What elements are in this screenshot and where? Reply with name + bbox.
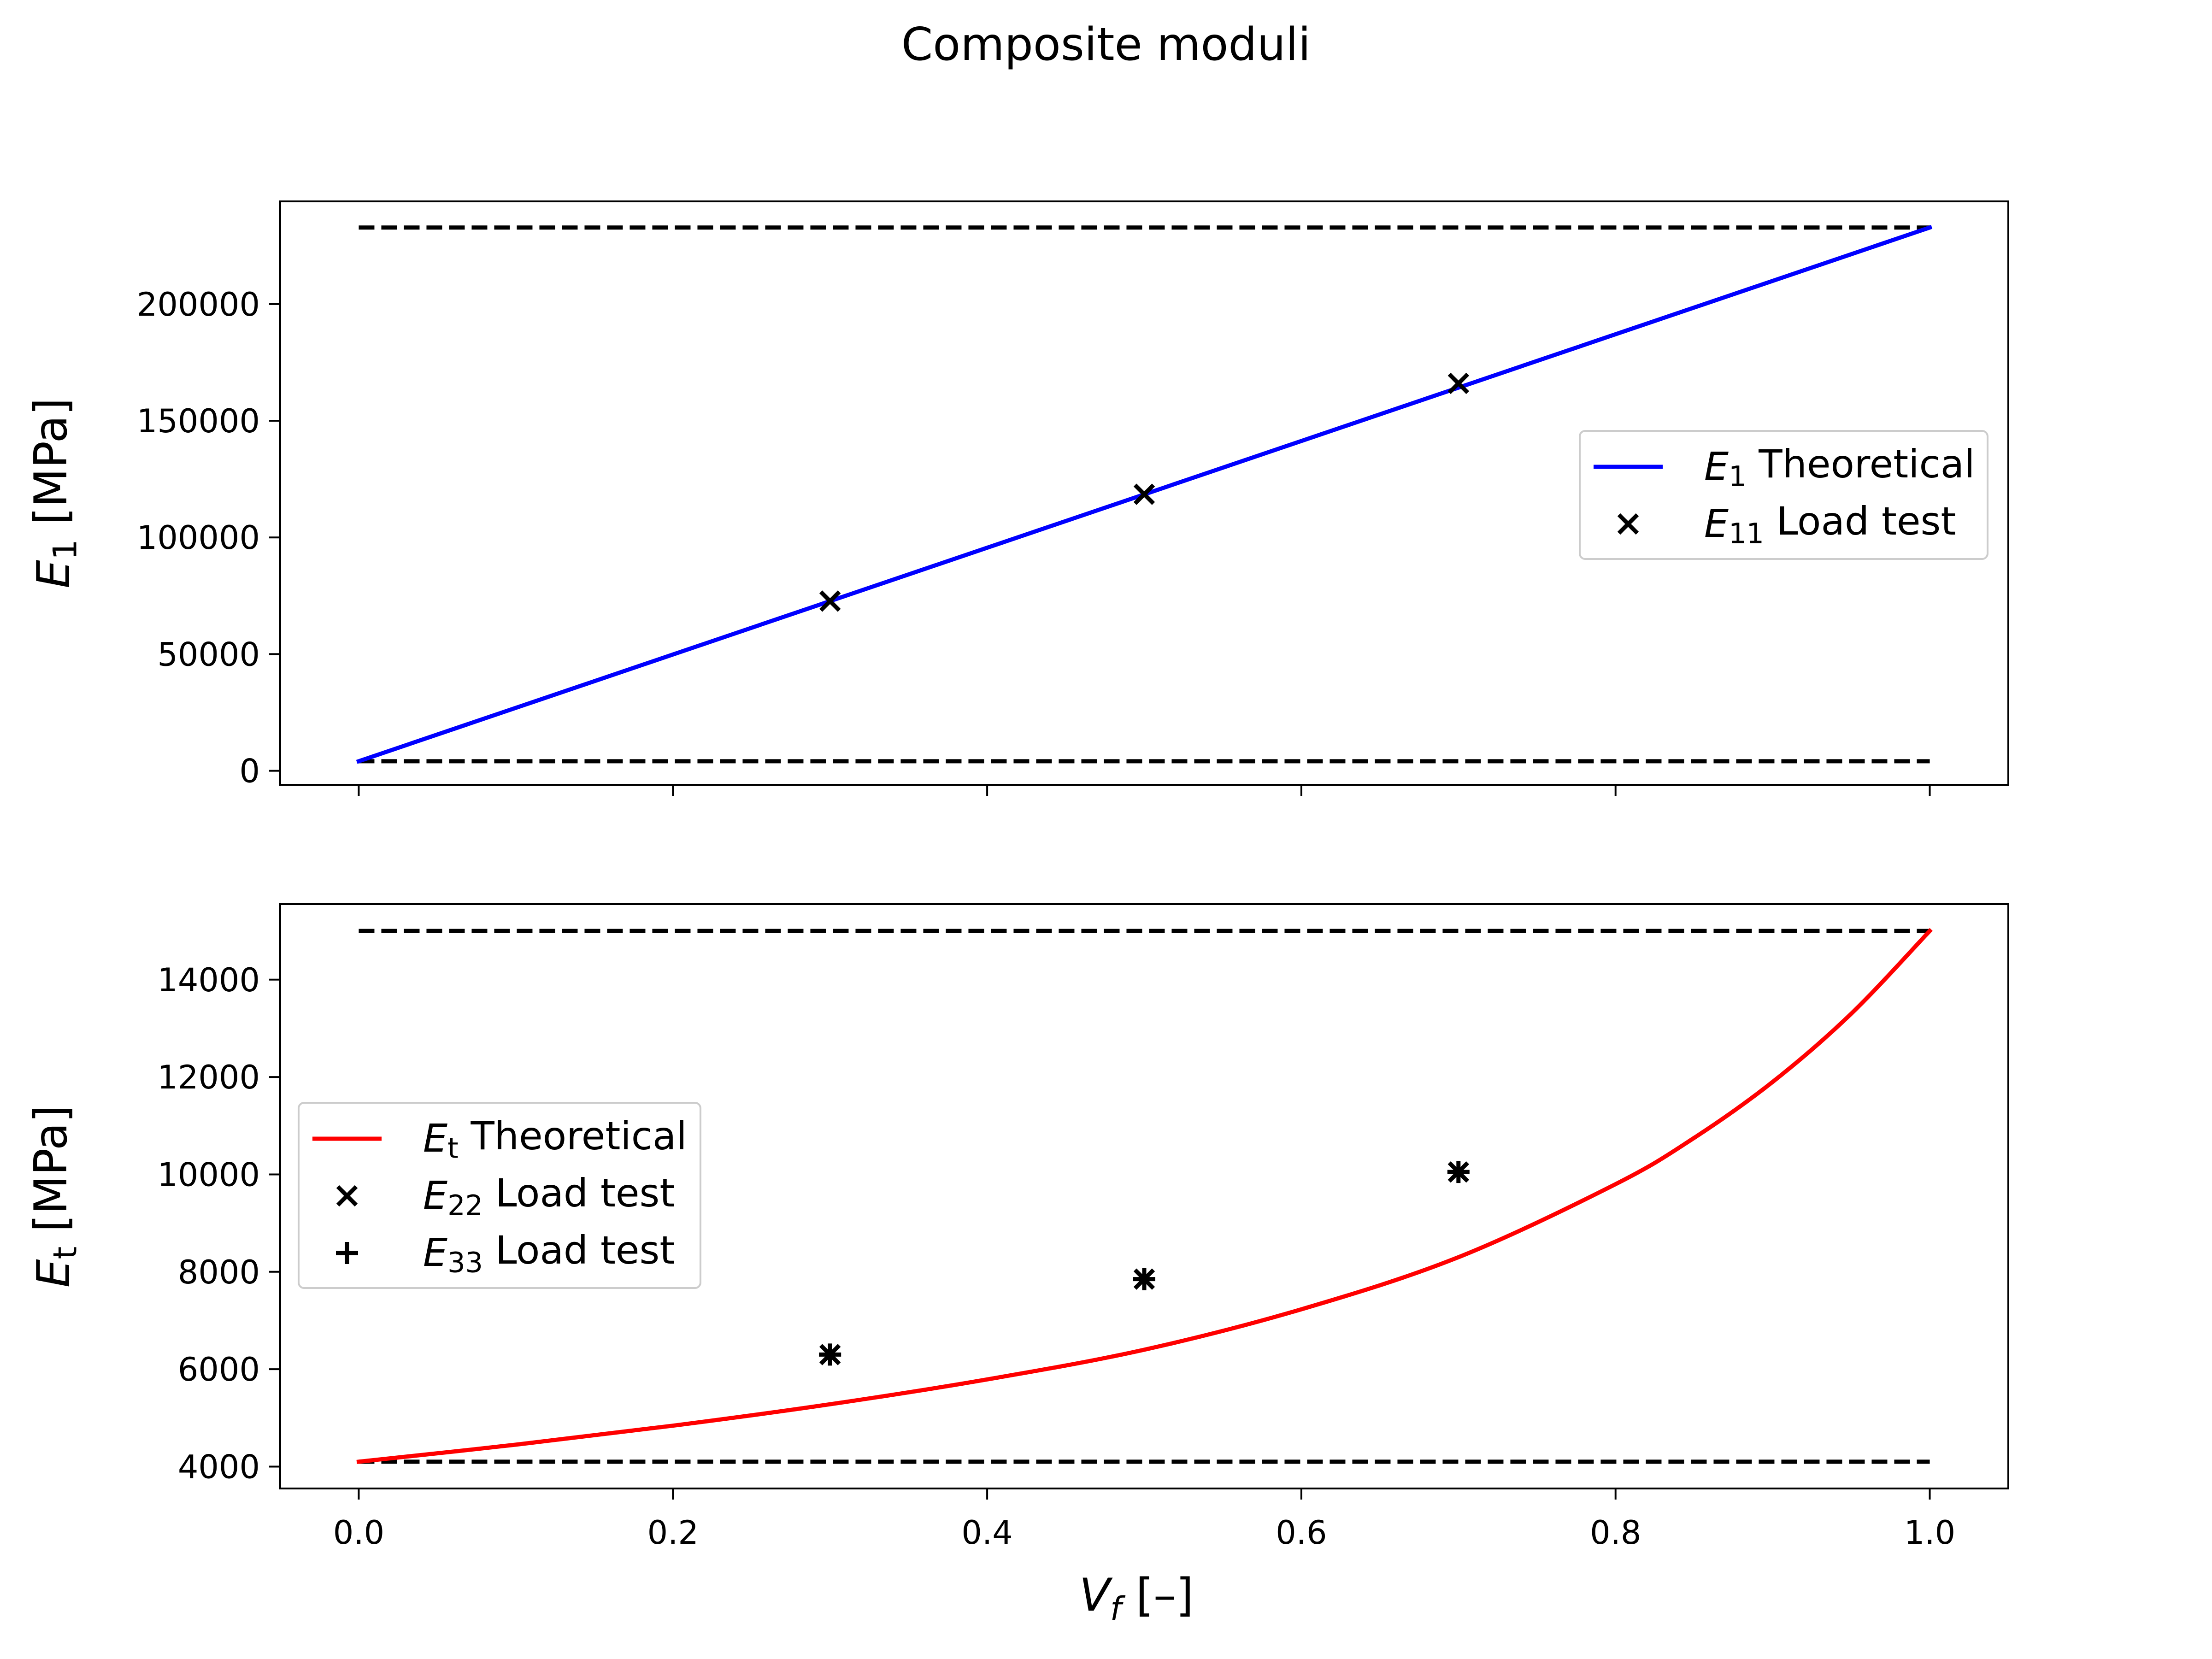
legend-swatch <box>336 1185 358 1207</box>
x-axis-label-unit: [–] <box>1122 1569 1194 1622</box>
x-tick-label: 0.0 <box>333 1514 384 1552</box>
y-tick-label: 150000 <box>137 402 260 440</box>
y-tick-label: 8000 <box>178 1253 260 1291</box>
legend-label: E33 Load test <box>423 1228 675 1279</box>
y-tick-label: 100000 <box>137 519 260 557</box>
load-test-marker <box>1447 1161 1470 1183</box>
legend-label: E1 Theoretical <box>1704 441 1975 493</box>
y-tick-label: 4000 <box>178 1448 260 1486</box>
x-tick-label: 0.2 <box>647 1514 699 1552</box>
legend-label: E11 Load test <box>1704 499 1956 550</box>
legend-swatch <box>336 1242 358 1264</box>
y-tick-label: 14000 <box>157 961 260 999</box>
y-tick-label: 6000 <box>178 1351 260 1388</box>
x-tick-label: 0.6 <box>1276 1514 1327 1552</box>
theoretical-curve <box>356 928 1933 1464</box>
y-tick-label: 50000 <box>157 635 260 673</box>
legend-swatch <box>1617 513 1639 535</box>
y-tick-label: 12000 <box>157 1059 260 1096</box>
legend-label: E22 Load test <box>423 1171 675 1222</box>
y-axis-label: E1 [MPa] <box>25 398 84 588</box>
plot-frame <box>279 903 2009 1489</box>
legend-box <box>1579 430 1988 560</box>
y-tick-label: 0 <box>239 753 260 790</box>
plot-frame <box>279 200 2009 786</box>
y-tick-label: 10000 <box>157 1156 260 1194</box>
x-tick-label: 1.0 <box>1904 1514 1955 1552</box>
x-tick-label: 0.8 <box>1590 1514 1641 1552</box>
top-plot-e1: 0 50000 100000 150000 200000 E1 [MPa] E1 Theor… <box>25 200 2009 796</box>
load-test-marker <box>1133 1268 1155 1290</box>
x-tick-label: 0.4 <box>961 1514 1012 1552</box>
legend-label: Et Theoretical <box>423 1113 687 1165</box>
x-axis-label: Vf [–] <box>1079 1569 1194 1628</box>
load-test-marker <box>1133 483 1155 505</box>
bottom-plot-et: 0.0 0.2 0.4 0.6 0.8 1.0 4000 6000 8000 10000 12000… <box>25 903 2009 1552</box>
figure-title: Composite moduli <box>901 18 1311 71</box>
load-test-marker <box>819 1343 841 1366</box>
x-axis-label-var: V <box>1079 1569 1113 1622</box>
y-axis-label: Et [MPa] <box>25 1105 84 1288</box>
y-tick-label: 200000 <box>137 286 260 324</box>
legend-box <box>298 1102 701 1289</box>
load-test-marker <box>1447 372 1470 394</box>
load-test-marker <box>819 590 841 612</box>
